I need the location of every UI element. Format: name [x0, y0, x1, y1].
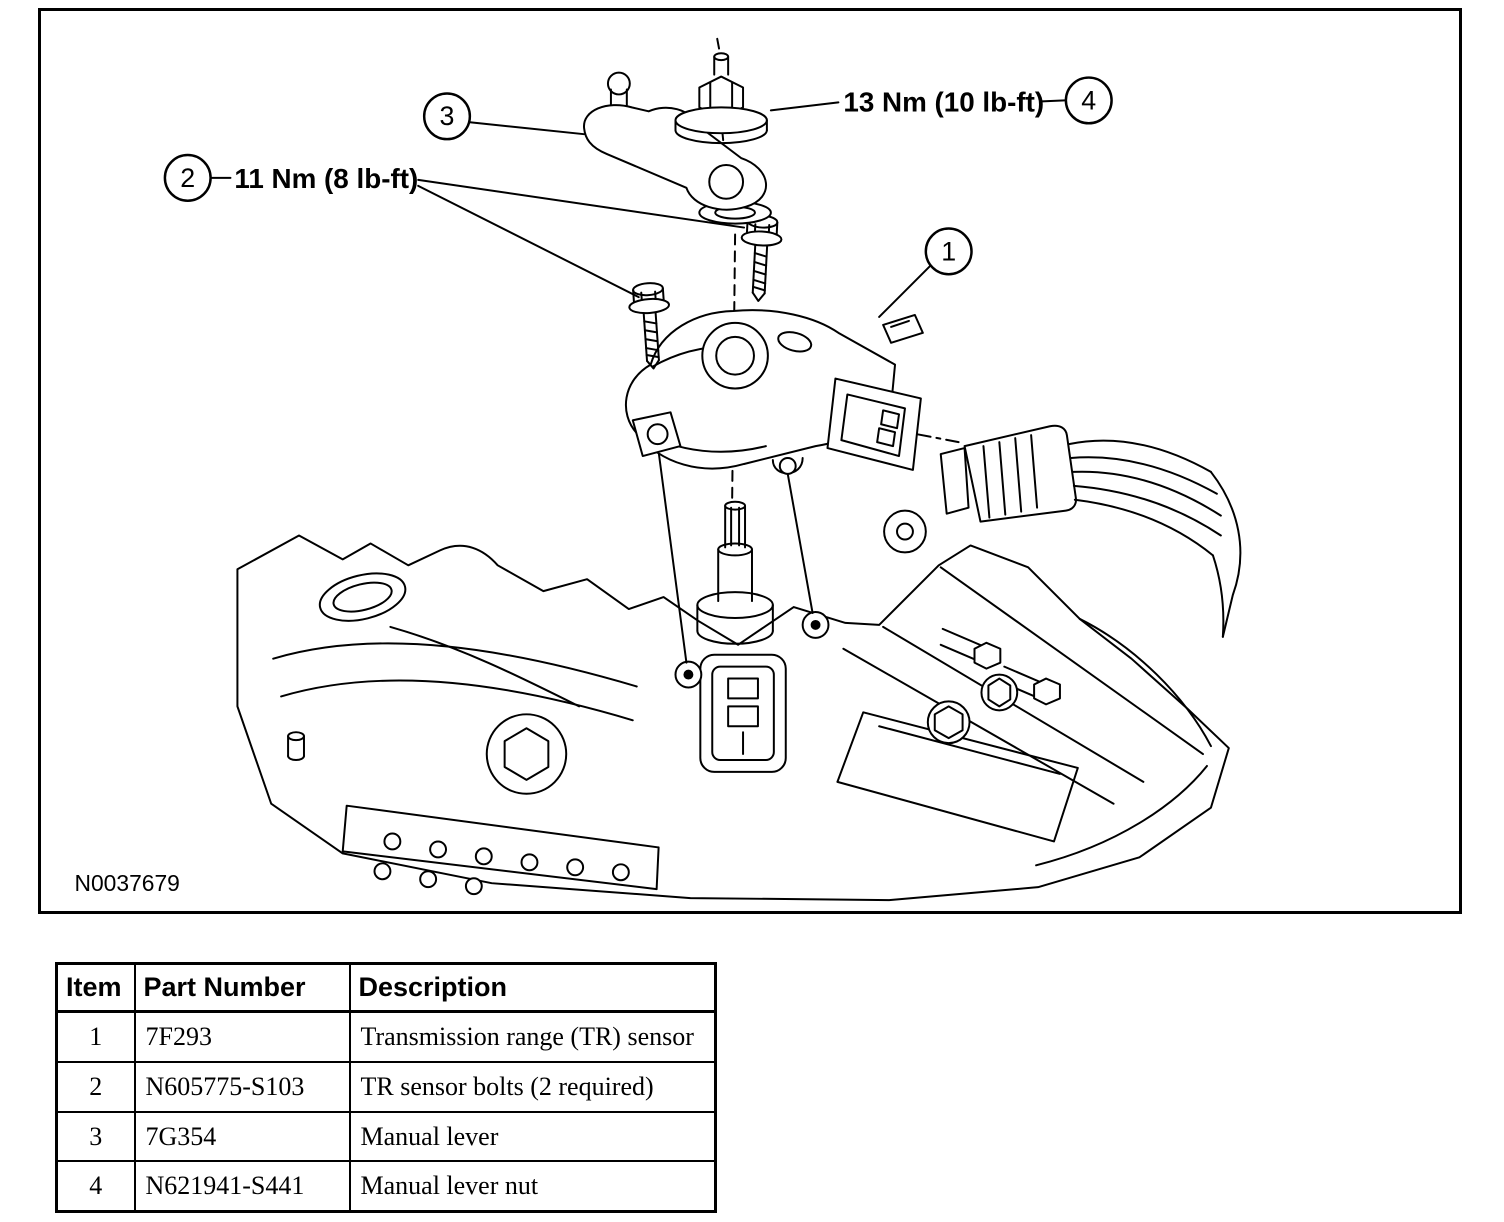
callout-1-number: 1	[941, 236, 956, 266]
cell-item-3: 3	[55, 1110, 136, 1163]
header-description: Description	[348, 962, 717, 1013]
figure-id-label: N0037679	[75, 870, 180, 896]
manual-lever-drawing	[583, 71, 772, 225]
header-part-number: Part Number	[133, 962, 351, 1013]
cell-part-1: 7F293	[133, 1010, 351, 1063]
parts-table-header-row: Item Part Number Description	[55, 962, 717, 1013]
manual-shaft-drawing	[696, 500, 774, 645]
harness-connector-drawing	[915, 424, 1242, 638]
bolt-hole-targets	[656, 443, 830, 689]
callout-3: 3	[422, 92, 472, 141]
torque-label-nut: 13 Nm (10 lb-ft)	[843, 86, 1044, 117]
tr-sensor-drawing	[624, 309, 924, 475]
torque-label-bolts: 11 Nm (8 lb-ft)	[234, 163, 418, 194]
table-row: 3 7G354 Manual lever	[55, 1110, 717, 1163]
exploded-view-diagram: 1 2 3 4 13 Nm (10 lb-ft) 11 Nm (8 lb-ft)	[38, 8, 1462, 914]
table-row: 1 7F293 Transmission range (TR) sensor	[55, 1010, 717, 1063]
cell-part-4: N621941-S441	[133, 1160, 351, 1213]
parts-table: Item Part Number Description 1 7F293 Tra…	[55, 962, 717, 1214]
callout-3-number: 3	[440, 101, 455, 131]
callout-1: 1	[924, 227, 973, 276]
cell-part-3: 7G354	[133, 1110, 351, 1163]
table-row: 2 N605775-S103 TR sensor bolts (2 requir…	[55, 1060, 717, 1113]
cell-item-1: 1	[55, 1010, 136, 1063]
cell-desc-3: Manual lever	[348, 1110, 717, 1163]
cell-item-2: 2	[55, 1060, 136, 1113]
case-connector-drawing	[699, 653, 787, 773]
cell-desc-2: TR sensor bolts (2 required)	[348, 1060, 717, 1113]
callout-4: 4	[1064, 76, 1113, 125]
callout-4-number: 4	[1081, 85, 1096, 115]
manual-lever-nut-drawing	[674, 52, 768, 145]
callout-2: 2	[163, 153, 212, 202]
cell-desc-1: Transmission range (TR) sensor	[348, 1010, 717, 1063]
leader-lines	[210, 99, 1066, 318]
cell-desc-4: Manual lever nut	[348, 1160, 717, 1213]
diagram-svg: 1 2 3 4 13 Nm (10 lb-ft) 11 Nm (8 lb-ft)	[75, 37, 1242, 902]
header-item: Item	[55, 962, 136, 1013]
callout-2-number: 2	[180, 163, 195, 193]
cell-part-2: N605775-S103	[133, 1060, 351, 1113]
table-row: 4 N621941-S441 Manual lever nut	[55, 1160, 717, 1213]
cell-item-4: 4	[55, 1160, 136, 1213]
